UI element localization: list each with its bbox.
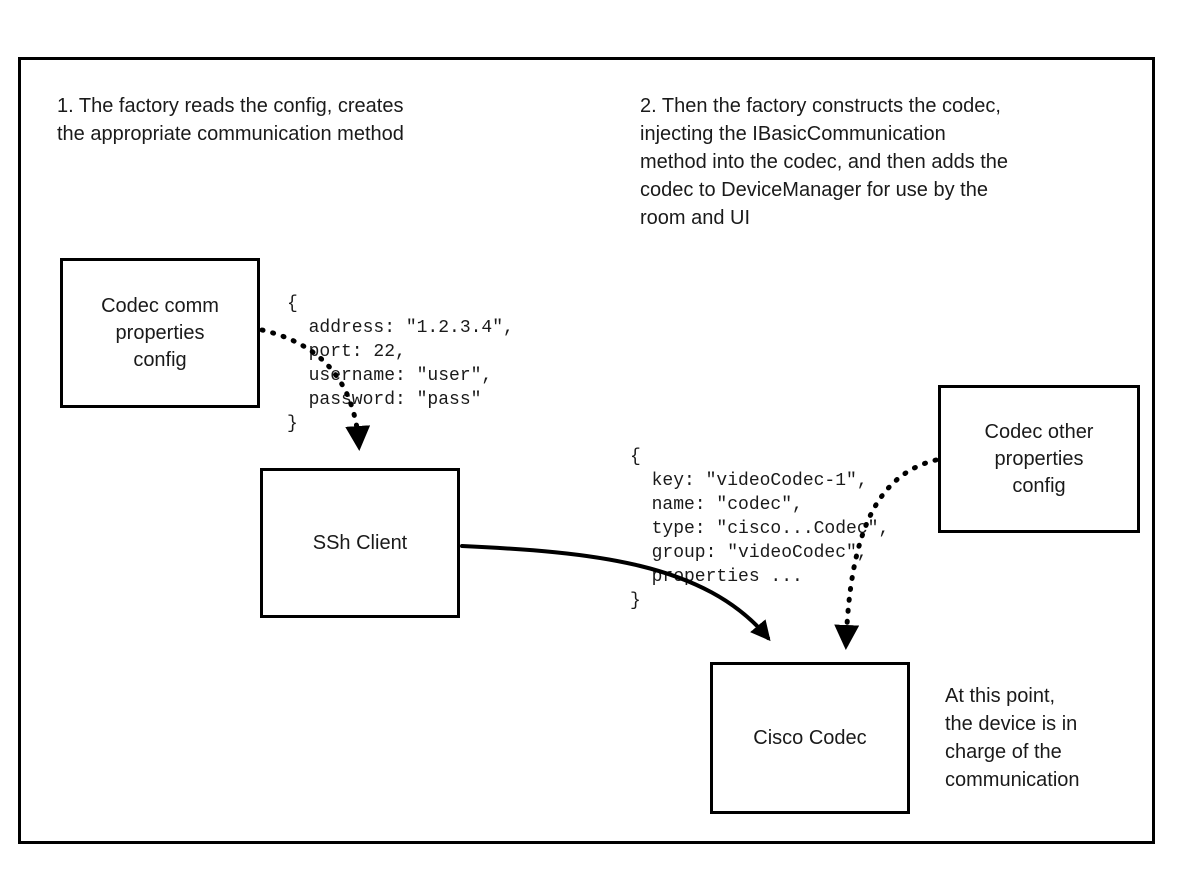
node-cisco-codec-label: Cisco Codec (753, 726, 867, 749)
node-ssh-client: SSh Client (260, 468, 460, 618)
node-codec-other-config: Codec other properties config (938, 385, 1140, 533)
node-cisco-codec: Cisco Codec (710, 662, 910, 814)
note-step2: 2. Then the factory constructs the codec… (640, 95, 1009, 229)
code-comm-properties: { address: "1.2.3.4", port: 22, username… (287, 294, 514, 434)
code-codec-properties: { key: "videoCodec-1", name: "codec", ty… (630, 447, 890, 611)
node-codec-comm-config-label: Codec comm properties config (101, 294, 219, 371)
note-step1: 1. The factory reads the config, creates… (57, 95, 404, 145)
node-ssh-client-label: SSh Client (312, 531, 408, 554)
note-device-in-charge: At this point, the device is in charge o… (945, 685, 1080, 791)
node-codec-comm-config: Codec comm properties config (60, 258, 260, 408)
node-codec-other-config-label: Codec other properties config (984, 420, 1094, 497)
